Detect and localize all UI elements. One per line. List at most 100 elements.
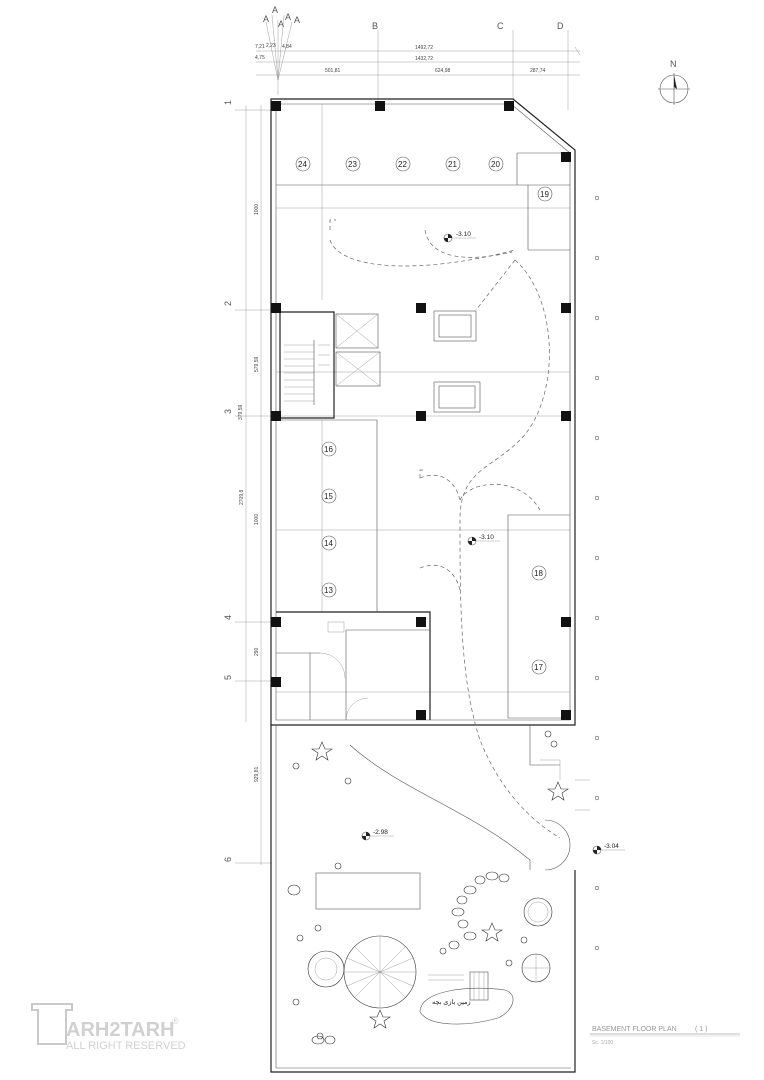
driving-path — [329, 219, 561, 839]
dimension-small: 4,84 — [282, 44, 292, 50]
parking-stall-number: 16 — [324, 445, 333, 454]
dimension-small: 7,21 — [255, 44, 265, 50]
parking-stall-number: 20 — [491, 160, 500, 169]
grid-col-label: A — [263, 14, 269, 24]
street-trees — [594, 195, 600, 951]
drawing-subtitle: Sc. 1/100 — [592, 1040, 613, 1046]
drawing-title: BASEMENT FLOOR PLAN — [592, 1026, 677, 1033]
round-tree-icon — [523, 897, 553, 927]
parking-stall: 16 — [321, 441, 337, 457]
dimension-left: 1000 — [254, 514, 260, 525]
dimension-left: 579,59 — [254, 356, 260, 372]
dimension-segment: 624,98 — [435, 68, 451, 74]
palm-tree-icon — [547, 781, 569, 801]
parking-stall-numbers: 24 23 22 21 20 19 16 15 14 13 18 17 — [295, 156, 553, 675]
parking-stall: 18 — [531, 565, 547, 581]
level-value: -2.98 — [373, 829, 388, 836]
grid-row-label: 3 — [223, 409, 233, 414]
grid-col-label: A — [294, 15, 300, 25]
level-mark-icon: -3.04 — [592, 843, 625, 855]
grid-col-label: A — [285, 12, 291, 22]
level-value: -3.10 — [456, 231, 471, 238]
parking-stall-number: 22 — [398, 160, 407, 169]
grid-col-label: C — [497, 21, 504, 31]
dimension-segment: 287,74 — [530, 68, 546, 74]
parking-stall: 15 — [321, 488, 337, 504]
stair-elevator-core — [279, 311, 381, 419]
dimension-overall: 1492,72 — [415, 45, 433, 51]
grid-col-label: A — [272, 5, 278, 15]
parking-stall: 19 — [537, 186, 553, 202]
top-dimensions: 7,21 2,23 4,84 4,75 1492,72 1432,72 501,… — [255, 43, 581, 76]
parking-stall-number: 23 — [348, 160, 357, 169]
level-value: -3.04 — [604, 843, 619, 850]
watermark-brand: ARH2TARH — [66, 1019, 175, 1041]
parking-stall: 21 — [445, 156, 461, 172]
level-mark-icon: -3.10 — [467, 534, 500, 546]
parking-stall-number: 15 — [324, 492, 333, 501]
parking-stall: 14 — [321, 535, 337, 551]
level-mark-icon: -3.10 — [443, 231, 476, 243]
parking-stall: 20 — [488, 156, 504, 172]
playground-label: زمین بازی بچه — [432, 998, 471, 1006]
parking-stall-number: 18 — [534, 569, 543, 578]
round-tree-icon — [521, 953, 551, 983]
grid-row-label: 2 — [223, 301, 233, 306]
level-value: -3.10 — [479, 534, 494, 541]
parking-stall-number: 19 — [540, 190, 549, 199]
parking-stall-number: 21 — [448, 160, 457, 169]
north-arrow-icon: N — [658, 59, 690, 105]
dimension-left: 929,81 — [254, 766, 260, 782]
dimension-left: 379,59 — [238, 404, 244, 420]
compass-label: N — [670, 59, 677, 69]
stair-treads — [284, 340, 330, 405]
garden-plants — [287, 730, 569, 1045]
watermark: ARH2TARH ® ALL RIGHT RESERVED — [31, 1003, 186, 1052]
drawing-title-block: BASEMENT FLOOR PLAN ( 1 ) Sc. 1/100 — [590, 1026, 740, 1046]
grid-col-label: A — [278, 19, 284, 29]
level-mark-icon: -2.98 — [361, 829, 394, 841]
parking-stall: 24 — [295, 156, 311, 172]
parking-stall: 13 — [321, 582, 337, 598]
kids-playground: زمین بازی بچه — [419, 971, 514, 1025]
building-outline — [270, 98, 576, 1073]
dimension-small: 4,75 — [255, 55, 265, 61]
dimension-left: 2709,8 — [239, 489, 245, 505]
large-tree-icon — [343, 935, 417, 1009]
service-rooms — [276, 611, 431, 721]
front-yard — [315, 725, 590, 910]
watermark-logo-icon — [31, 1003, 73, 1045]
round-tree-icon — [307, 950, 345, 988]
garden-stones — [287, 871, 510, 1045]
shrub-icon — [292, 730, 558, 1040]
structural-columns — [271, 101, 571, 720]
level-marks: -3.10 -3.10 -2.98 -3.04 — [361, 231, 625, 855]
parking-stall: 17 — [531, 659, 547, 675]
dimension-left: 290 — [254, 647, 260, 656]
parking-stall: 23 — [345, 156, 361, 172]
drawing-scale: ( 1 ) — [695, 1026, 707, 1033]
grid-col-label: B — [372, 21, 378, 31]
grid-row-label: 6 — [223, 857, 233, 862]
palm-tree-icon — [481, 922, 503, 942]
parking-stall-number: 13 — [324, 586, 333, 595]
grid-row-label: 4 — [223, 615, 233, 620]
parking-stall-number: 17 — [534, 663, 543, 672]
palm-tree-icon — [369, 1009, 391, 1029]
dimension-left: 1000 — [254, 204, 260, 215]
dimension-segment: 501,81 — [325, 68, 341, 74]
left-grid-axes: 1 2 3 4 5 6 1000 579,59 379,59 2709,8 10… — [223, 100, 272, 865]
light-wells — [433, 310, 481, 413]
dimension-overall: 1432,72 — [415, 56, 433, 62]
watermark-registered: ® — [172, 1016, 179, 1026]
watermark-rights: ALL RIGHT RESERVED — [66, 1040, 186, 1052]
palm-tree-icon — [311, 741, 333, 761]
grid-row-label: 1 — [223, 100, 233, 105]
parking-stall-number: 14 — [324, 539, 333, 548]
parking-stall-number: 24 — [298, 160, 307, 169]
grid-row-label: 5 — [223, 675, 233, 680]
dimension-small: 2,23 — [266, 43, 276, 49]
top-grid-axes: A A A A A B C D — [263, 5, 569, 110]
grid-col-label: D — [557, 21, 564, 31]
